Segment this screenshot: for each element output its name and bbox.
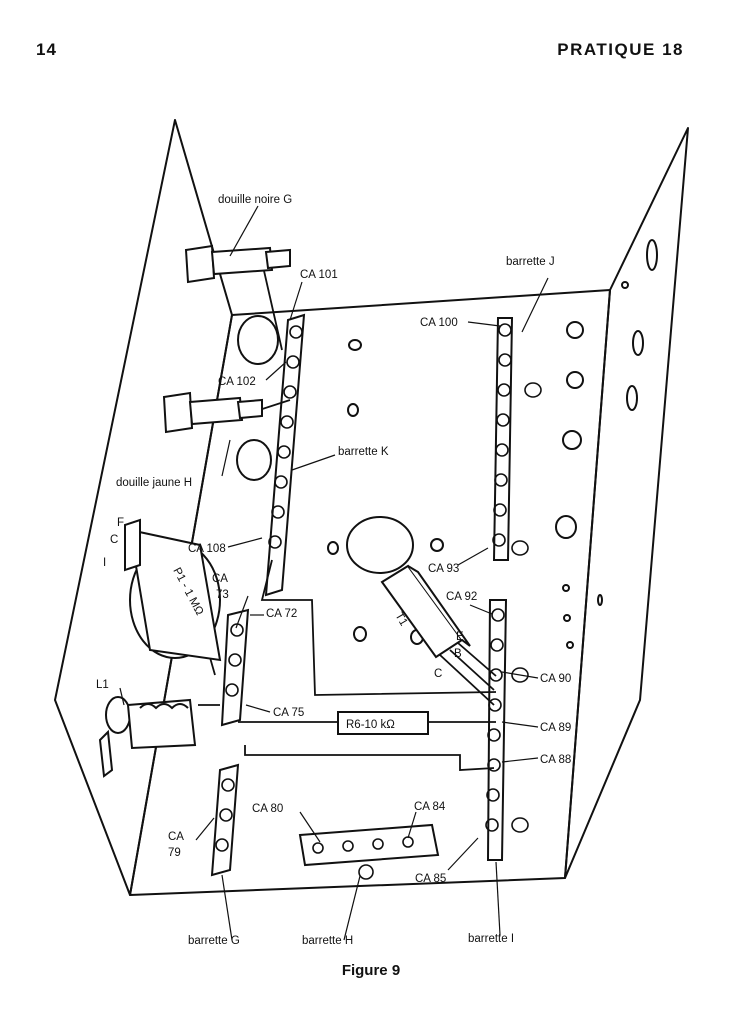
label-ca79-line1: CA — [168, 831, 184, 843]
label-ca101: CA 101 — [300, 269, 338, 281]
label-l1: L1 — [96, 679, 109, 691]
transistor-t1 — [380, 564, 471, 659]
label-barrette-i: barrette I — [468, 933, 514, 945]
label-ca79-line2: 79 — [168, 847, 181, 859]
label-ca92: CA 92 — [446, 591, 477, 603]
label-t1: T1 — [392, 611, 409, 629]
barrette-h — [298, 823, 440, 867]
label-c-transistor: C — [434, 668, 442, 680]
resistor-r6 — [337, 711, 429, 735]
potentiometer-p1 — [124, 518, 222, 662]
label-ca93: CA 93 — [428, 563, 459, 575]
barrette-g-lower — [210, 763, 240, 877]
leader-lines — [119, 205, 549, 941]
label-ca85: CA 85 — [415, 873, 446, 885]
label-ca75: CA 75 — [273, 707, 304, 719]
terminal-lugs — [215, 323, 542, 880]
figure-caption: Figure 9 — [341, 962, 401, 979]
label-c: C — [110, 534, 118, 546]
label-ca88: CA 88 — [540, 754, 571, 766]
chassis-holes — [236, 239, 658, 649]
label-barrette-k: barrette K — [338, 446, 389, 458]
label-ca73-line2: 73 — [216, 589, 229, 601]
running-title: PRATIQUE 18 — [557, 40, 684, 59]
label-b: B — [454, 648, 462, 660]
label-ca108: CA 108 — [188, 543, 226, 555]
label-barrette-h: barrette H — [302, 935, 353, 947]
label-ca73-line1: CA — [212, 573, 228, 585]
douille-jaune-h — [162, 391, 263, 434]
page-number: 14 — [36, 40, 57, 59]
label-r6: R6-10 kΩ — [346, 719, 395, 731]
terminal-strips — [210, 313, 514, 877]
coil-l1 — [98, 696, 197, 778]
barrette-k — [264, 313, 306, 597]
barrette-g-upper — [220, 608, 250, 727]
label-douille-noire: douille noire G — [218, 194, 292, 206]
transistor-leads — [439, 642, 497, 706]
label-barrette-g: barrette G — [188, 935, 240, 947]
label-barrette-j: barrette J — [506, 256, 555, 268]
chassis-right-wall — [564, 127, 689, 879]
label-ca89: CA 89 — [540, 722, 571, 734]
chassis-left-wall — [54, 119, 233, 896]
label-ca72: CA 72 — [266, 608, 297, 620]
label-f: F — [117, 517, 124, 529]
label-douille-jaune: douille jaune H — [116, 477, 192, 489]
label-e: E — [456, 631, 464, 643]
label-ca100: CA 100 — [420, 317, 458, 329]
douille-noire-g — [184, 244, 291, 284]
label-ca90: CA 90 — [540, 673, 571, 685]
label-ca80: CA 80 — [252, 803, 283, 815]
label-ca84: CA 84 — [414, 801, 446, 813]
label-i: I — [103, 557, 106, 569]
label-ca102: CA 102 — [218, 376, 256, 388]
